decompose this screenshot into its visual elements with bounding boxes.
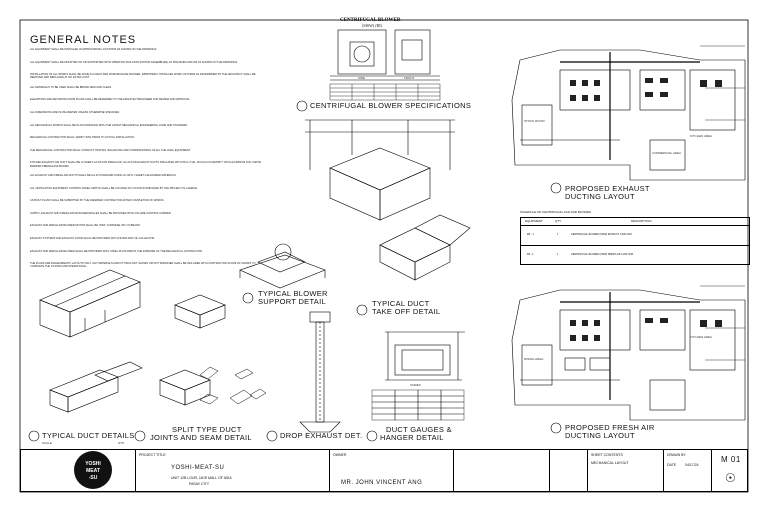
note-item: EXHAUST AND FRESH AIR BLOWER SHALL BE PR… <box>30 249 203 253</box>
schedule-table: EQUIPMENT QTY DESCRIPTION EB - 1 1 CENTR… <box>520 217 750 265</box>
blower-specs-title: CENTRIFUGAL BLOWER SPECIFICATIONS <box>310 101 472 110</box>
note-item: THE PLANS ARE DIAGRAMMATIC LAYOUTS ONLY,… <box>30 262 256 269</box>
takeoff-title-1: TYPICAL DUCT <box>372 299 430 308</box>
north-arrow-icon: ☉ <box>725 471 736 485</box>
kitchen-label: KITCHEN AREA <box>690 134 713 138</box>
note-item: ALL MECHANICAL WORKS SHALL BE IN ACCORDA… <box>30 123 188 127</box>
schedule-row: FB - 1 1 CENTRIFUGAL BLOWER (SISW) FRESH… <box>521 246 749 265</box>
date-value: 04/17/24 <box>685 463 699 467</box>
sheet-number: M 01 <box>721 455 741 464</box>
fresh-plan-title-1: PROPOSED FRESH AIR <box>565 423 655 432</box>
commercial-label: COMMERCIAL AREA <box>652 151 682 155</box>
owner-name: MR. JOHN VINCENT ANG <box>341 480 423 486</box>
project-name: YOSHI-MEAT-SU <box>171 465 225 471</box>
schedule-row: EB - 1 1 CENTRIFUGAL BLOWER (SISW) EXHAU… <box>521 226 749 246</box>
blower-platform <box>239 243 326 289</box>
schedule-eq: FB - 1 <box>527 253 534 256</box>
blower-support-iso <box>305 119 455 221</box>
schedule-eq: EB - 1 <box>527 233 534 236</box>
sheet-contents-value: MECHANICAL LAYOUT <box>591 461 629 465</box>
note-item: KITCHEN EXHAUST AIR DUCT SHALL BE GI SHE… <box>30 161 262 168</box>
blower-elevations <box>330 29 440 81</box>
scale-label: SCALE <box>42 441 52 445</box>
drawn-by-label: DRAWN BY <box>667 453 686 457</box>
schedule-col-description: DESCRIPTION <box>631 219 652 223</box>
logo-line-2: MEAT <box>86 468 100 474</box>
stock-room-label: STOCK ROOM <box>524 119 545 123</box>
take-off-iso <box>379 214 471 281</box>
fresh-air-plan <box>511 289 746 421</box>
schedule-header: EQUIPMENT QTY DESCRIPTION <box>521 218 749 226</box>
note-item: ELEVATIONS AND REVISIONS FROM PLANS SHAL… <box>30 98 191 102</box>
sheet-contents-label: SHEET CONTENTS <box>591 453 623 457</box>
drop-exhaust-detail <box>299 311 341 433</box>
title-block: PROJECT TITLE YOSHI-MEAT-SU UNIT 12B LOU… <box>20 449 748 492</box>
split-type-title-1: SPLIT TYPE DUCT <box>172 425 242 434</box>
exhaust-plan-title-1: PROPOSED EXHAUST <box>565 184 650 193</box>
gauges-title-2: HANGER DETAIL <box>380 433 444 442</box>
kitchen-label-2: KITCHEN AREA <box>690 335 713 339</box>
dining-label: DINING AREA <box>524 357 544 361</box>
plan-leaders <box>700 45 745 361</box>
exhaust-plan-title-2: DUCTING LAYOUT <box>565 192 635 201</box>
exhaust-plan <box>511 49 746 181</box>
varies-label: VARIES <box>410 383 421 387</box>
schedule-desc: CENTRIFUGAL BLOWER (SISW) EXHAUST 4,500 … <box>571 233 632 236</box>
fresh-plan-title-2: DUCTING LAYOUT <box>565 431 635 440</box>
title-markers <box>28 100 562 442</box>
schedule-desc: CENTRIFUGAL BLOWER (SISW) FRESH AIR 3,20… <box>571 253 633 256</box>
logo-line-1: YOSHI <box>85 461 101 467</box>
schedule-qty: 1 <box>557 253 559 256</box>
note-item: ALL DIMENSIONS ARE IN MILLIMETER UNLESS … <box>30 111 120 114</box>
general-notes-title: GENERAL NOTES <box>30 34 137 46</box>
note-item: ALL MATERIALS TO BE USED SHALL BE BRAND … <box>30 85 112 89</box>
note-item: ALL EXHAUST AND FRESH AIR DUCTS SHALL BE… <box>30 174 177 177</box>
logo-line-3: -SU <box>88 475 98 481</box>
joint-seam-details <box>199 366 267 405</box>
duct-iso-left <box>39 269 226 413</box>
company-logo: YOSHI MEAT -SU <box>74 451 112 489</box>
blower-support-title-2: SUPPORT DETAIL <box>258 297 326 306</box>
note-item: ALL EQUIPMENT SHALL BE INSTALLED IN APPR… <box>30 48 158 51</box>
hanger-detail <box>371 331 465 421</box>
gauges-title-1: DUCT GAUGES & <box>386 425 452 434</box>
note-item: ALL EQUIPMENT SHALL BE MOUNTED ON OR SUP… <box>30 60 238 64</box>
blower-header: CENTRIFUGAL BLOWER <box>340 18 401 23</box>
blower-support-title-1: TYPICAL BLOWER <box>258 289 328 298</box>
project-address-1: UNIT 12B LOUR, UK/E MALL OF ASIA <box>171 476 232 480</box>
schedule-qty: 1 <box>557 233 559 236</box>
exhaust-plan-fixtures <box>570 78 722 101</box>
typical-duct-title: TYPICAL DUCT DETAILS <box>42 431 135 440</box>
schedule-title: SCHEDULE OF CENTRIFUGAL FAN AND BLOWER <box>520 210 591 214</box>
blower-spec-table <box>329 83 441 101</box>
note-item: AS BUILT PLANS SHALL BE SUBMITTED BY THE… <box>30 199 165 203</box>
date-label: DATE <box>667 463 677 467</box>
note-item: THE MECHANICAL CONTRACTOR SHALL CONDUCT … <box>30 148 191 152</box>
schedule-col-qty: QTY <box>555 219 562 223</box>
note-item: MECHANICAL CONTRACTOR SHALL VERIFY SITE … <box>30 136 135 140</box>
project-address-2: PASAY CITY <box>189 482 210 486</box>
note-item: EXHAUST AND FRESH AIR BLOWER MOTOR SHALL… <box>30 224 141 228</box>
note-item: ALL VENTILATION EQUIPMENT CONTROL PANEL … <box>30 186 198 190</box>
nts-label: NTS <box>118 441 124 445</box>
blower-header-sub: (SISW) (BI) <box>362 23 382 28</box>
note-item: EXHAUST SYSTEMS AND EXHAUST HOOD SHALL B… <box>30 237 156 240</box>
project-title-label: PROJECT TITLE <box>139 453 166 457</box>
blower-front-label: FRONT <box>404 76 415 80</box>
schedule-col-equipment: EQUIPMENT <box>525 219 543 223</box>
split-type-title-2: JOINTS AND SEAM DETAIL <box>150 433 252 442</box>
blower-side-label: SIDE <box>358 76 366 80</box>
owner-label: OWNER <box>333 453 347 457</box>
sheet-border <box>19 19 749 493</box>
takeoff-title-2: TAKE OFF DETAIL <box>372 307 441 316</box>
fresh-plan-fixtures <box>570 318 722 341</box>
note-item: SUPPLY, EXHAUST AND FRESH AIR DIFFUSER/G… <box>30 211 172 215</box>
note-item: INSTALLATION OF ALL WORKS SHALL BE DONE … <box>30 73 256 80</box>
drop-exhaust-title: DROP EXHAUST DET. <box>280 431 363 440</box>
